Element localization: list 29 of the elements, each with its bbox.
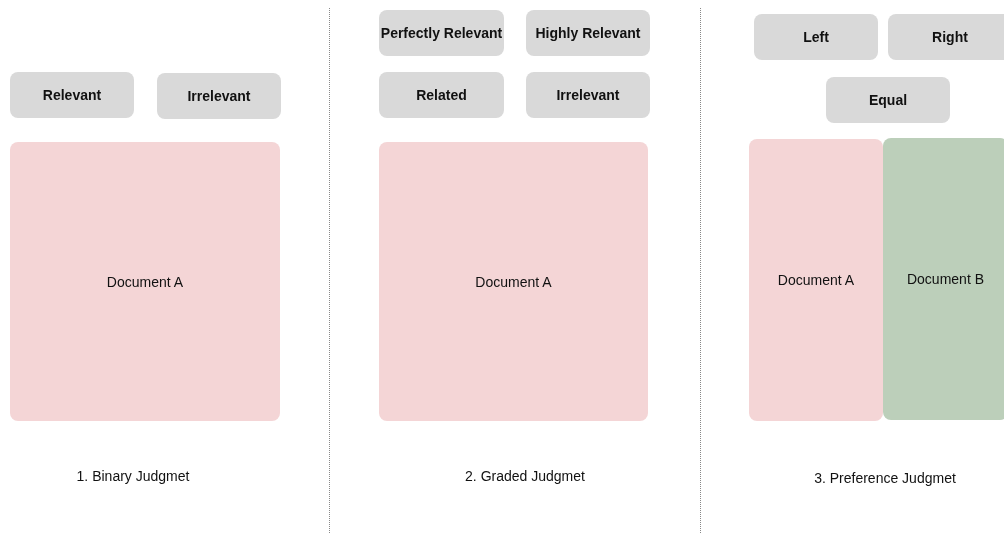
option-pill <box>379 10 504 56</box>
option-label: Relevant <box>42 87 102 103</box>
option-pill <box>888 14 1004 60</box>
option-pill <box>379 72 504 118</box>
option-label: Equal <box>868 92 908 108</box>
panel-caption: 3. Preference Judgmet <box>814 470 956 486</box>
option-pill <box>526 72 650 118</box>
document-card <box>749 139 883 421</box>
option-label: Related <box>416 87 467 103</box>
document-title: Document A <box>777 272 855 288</box>
option-pill <box>826 77 950 123</box>
document-title: Document A <box>106 273 184 290</box>
option-pill <box>157 73 281 119</box>
option-pill <box>526 10 650 56</box>
option-pill <box>10 72 134 118</box>
document-card <box>883 138 1004 420</box>
option-label: Right <box>932 29 968 45</box>
option-label: Left <box>803 29 829 45</box>
option-label: Irrelevant <box>187 88 251 104</box>
panel-caption: 2. Graded Judgmet <box>465 468 585 484</box>
option-pill <box>754 14 878 60</box>
option-label: Irrelevant <box>556 87 620 103</box>
document-title: Document B <box>906 271 984 287</box>
option-label: Perfectly Relevant <box>380 25 503 41</box>
document-card <box>10 142 280 421</box>
document-card <box>379 142 648 421</box>
panel-caption: 1. Binary Judgmet <box>76 468 190 484</box>
option-label: Highly Relevant <box>535 25 641 41</box>
document-title: Document A <box>475 273 552 290</box>
